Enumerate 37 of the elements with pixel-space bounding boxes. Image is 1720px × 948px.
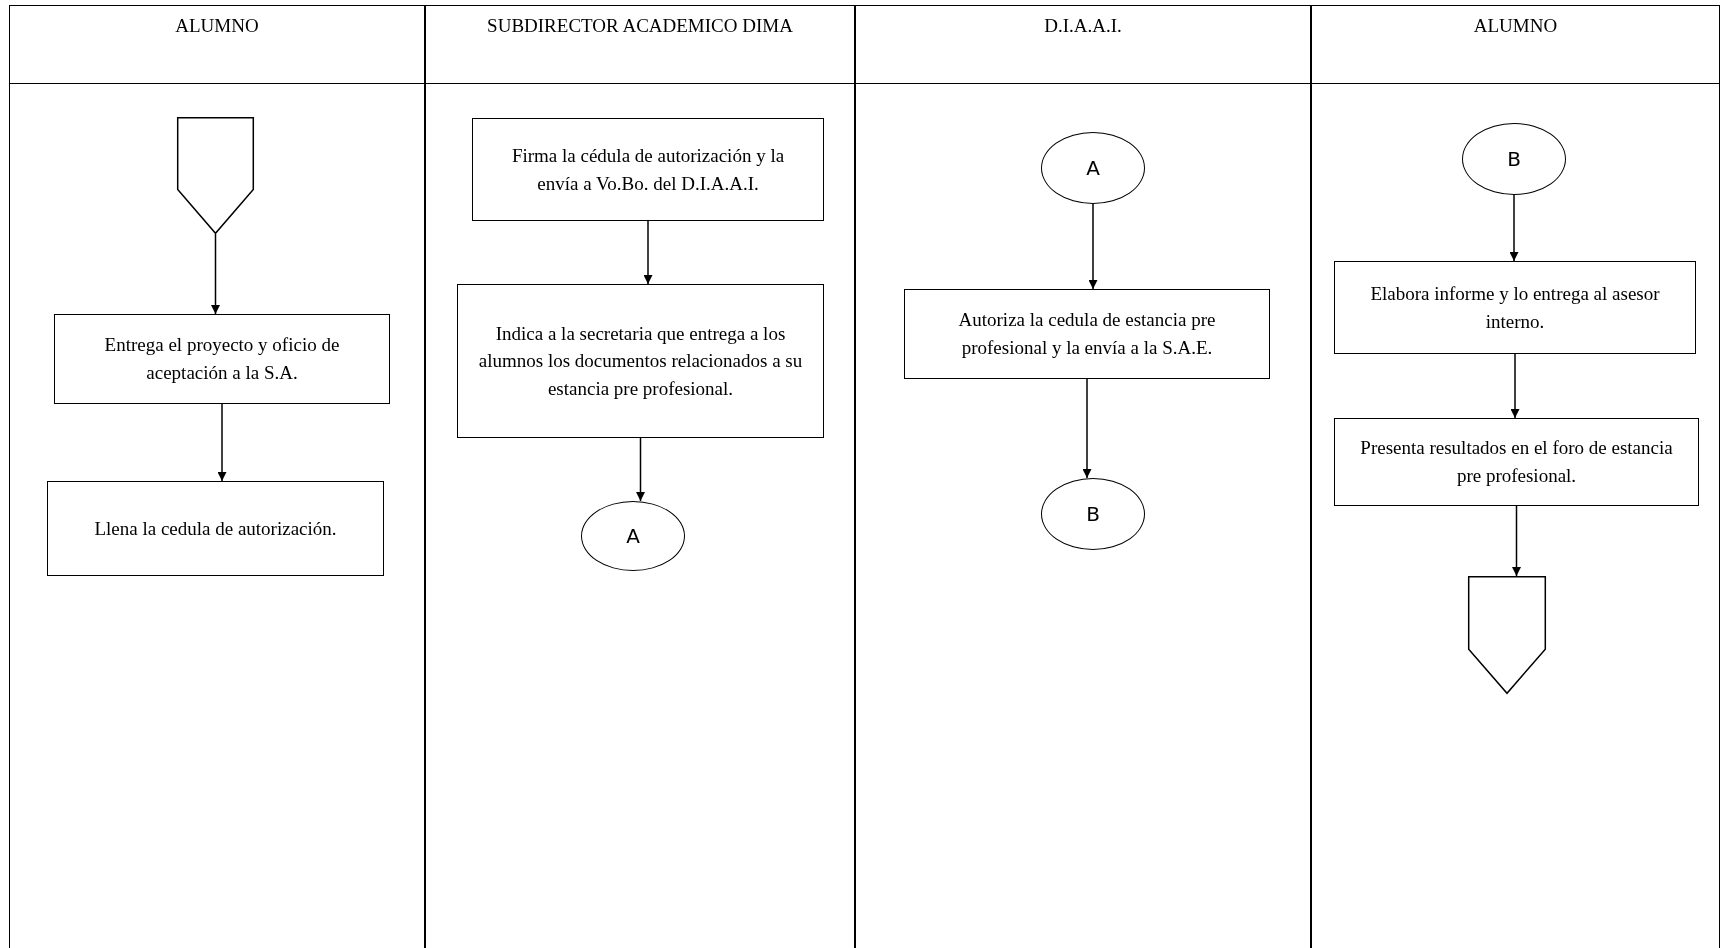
step-text: Autoriza la cedula de estancia pre profesional y la envía a la S.A.E. <box>957 308 1217 360</box>
process-box <box>457 284 824 438</box>
arrow <box>1512 505 1521 577</box>
process-box <box>1334 261 1696 354</box>
swimlane <box>9 5 425 948</box>
step-text: Elabora informe y lo entrega al asesor interno. <box>1369 281 1661 334</box>
swimlane <box>425 5 855 948</box>
arrow <box>1509 194 1519 262</box>
off-page-connector <box>1468 576 1546 694</box>
arrow <box>636 437 645 502</box>
connector-label: A <box>1086 156 1100 180</box>
arrow <box>643 220 653 285</box>
step-text: Llena la cedula de autorización. <box>94 516 337 541</box>
arrow <box>1082 378 1092 479</box>
swimlane <box>1311 5 1720 948</box>
step-text: Firma la cédula de autorización y la envía a Vo.Bo. del D.I.A.A.I. <box>510 143 786 196</box>
process-box <box>54 314 390 404</box>
process-box <box>472 118 824 221</box>
process-box <box>47 481 384 576</box>
connector-label: B <box>1086 502 1100 526</box>
swimlane <box>855 5 1311 948</box>
connector-label: A <box>626 524 640 548</box>
process-box <box>1334 418 1699 506</box>
arrow <box>217 403 227 482</box>
lane-header: ALUMNO <box>174 14 260 38</box>
step-text: Presenta resultados en el foro de estancia pre profesional. <box>1359 436 1674 488</box>
arrow <box>1510 353 1520 419</box>
step-text: Entrega el proyecto y oficio de aceptación a la S.A. <box>103 333 341 385</box>
lane-header: ALUMNO <box>1472 14 1559 38</box>
process-box <box>904 289 1270 379</box>
connector-label: B <box>1507 147 1521 171</box>
off-page-connector <box>177 117 254 234</box>
arrow <box>211 233 220 315</box>
lane-header: D.I.A.A.I. <box>1043 14 1123 38</box>
step-text: Indica a la secretaria que entrega a los alumnos los documentos relacionados a su estancia pre profesional. <box>477 321 804 401</box>
arrow <box>1088 203 1098 290</box>
lane-header: SUBDIRECTOR ACADEMICO DIMA <box>486 14 794 38</box>
